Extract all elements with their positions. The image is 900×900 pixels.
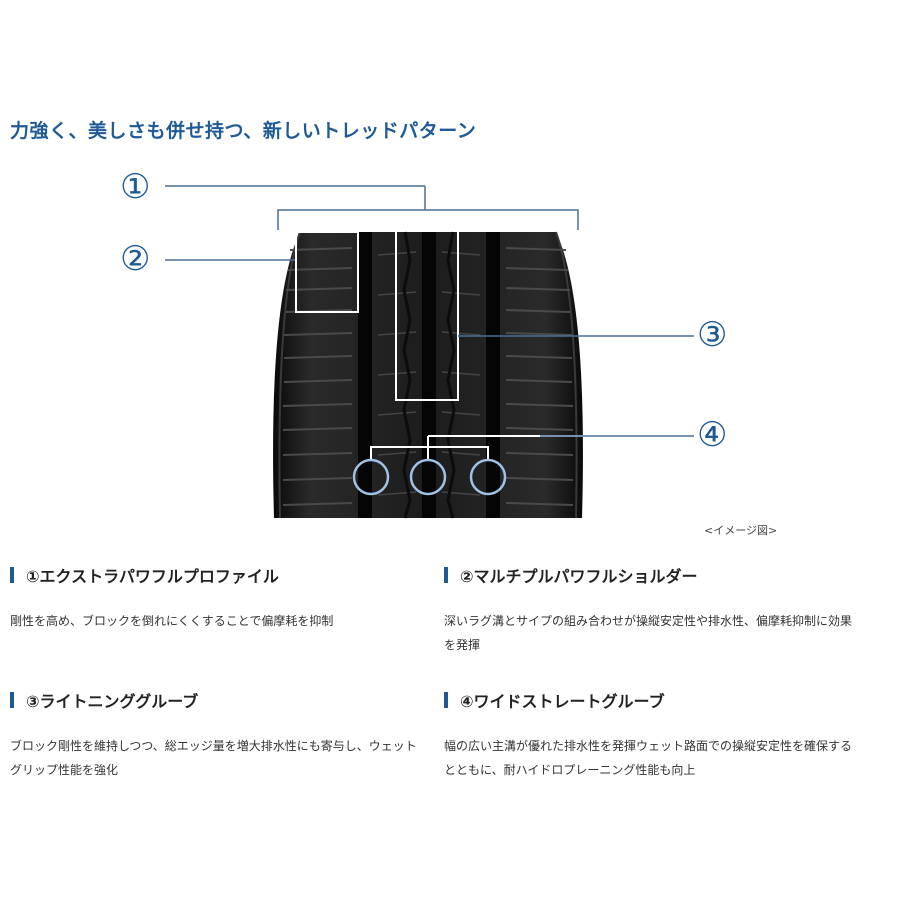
callout-3-highlight [395, 227, 459, 401]
heading-accent-bar [10, 567, 14, 583]
tire-tread-illustration [165, 185, 694, 519]
lightning-grooves [402, 231, 456, 519]
callout-4-label: ④ [697, 415, 728, 455]
feature-3-title: ③ライトニンググルーブ [26, 692, 199, 711]
page-title: 力強く、美しさも併せ持つ、新しいトレッドパターン [10, 120, 477, 142]
feature-4-title: ④ワイドストレートグルーブ [460, 692, 665, 711]
heading-accent-bar [10, 692, 14, 708]
feature-4-heading: ④ワイドストレートグルーブ [444, 688, 854, 712]
feature-2-title: ②マルチプルパワフルショルダー [460, 567, 698, 586]
feature-2: ②マルチプルパワフルショルダー 深いラグ溝とサイプの組み合わせが操縦安定性や排水… [444, 563, 854, 657]
feature-4-description: 幅の広い主溝が優れた排水性を発揮ウェット路面での操縦安定性を確保するとともに、耐… [444, 739, 853, 777]
callout-1-label: ① [120, 167, 151, 207]
feature-3-heading: ③ライトニンググルーブ [10, 688, 420, 712]
callout-2-highlight [295, 231, 359, 313]
feature-4: ④ワイドストレートグルーブ 幅の広い主溝が優れた排水性を発揮ウェット路面での操縦… [444, 688, 854, 782]
feature-1-title: ①エクストラパワフルプロファイル [26, 567, 279, 586]
tread-pattern-figure: ① ② ③ ④ [0, 160, 900, 540]
feature-3: ③ライトニンググルーブ ブロック剛性を維持しつつ、総エッジ量を増大排水性にも寄与… [10, 688, 420, 782]
heading-accent-bar [444, 567, 448, 583]
heading-accent-bar [444, 692, 448, 708]
right-shoulder-lugs [505, 247, 574, 506]
callout-2-label: ② [120, 239, 151, 279]
feature-2-heading: ②マルチプルパワフルショルダー [444, 563, 854, 587]
feature-1: ①エクストラパワフルプロファイル 剛性を高め、ブロックを倒れにくくすることで偏摩… [10, 563, 420, 633]
callout-1-connector [165, 185, 579, 230]
callout-4-highlight-circles [352, 458, 507, 496]
feature-1-heading: ①エクストラパワフルプロファイル [10, 563, 420, 587]
feature-1-description: 剛性を高め、ブロックを倒れにくくすることで偏摩耗を抑制 [10, 614, 334, 628]
image-caption: <イメージ図> [704, 524, 778, 537]
feature-3-description: ブロック剛性を維持しつつ、総エッジ量を増大排水性にも寄与し、ウェットグリップ性能… [10, 739, 417, 777]
callout-3-label: ③ [697, 315, 728, 355]
feature-2-description: 深いラグ溝とサイプの組み合わせが操縦安定性や排水性、偏摩耗抑制に効果を発揮 [444, 614, 853, 652]
